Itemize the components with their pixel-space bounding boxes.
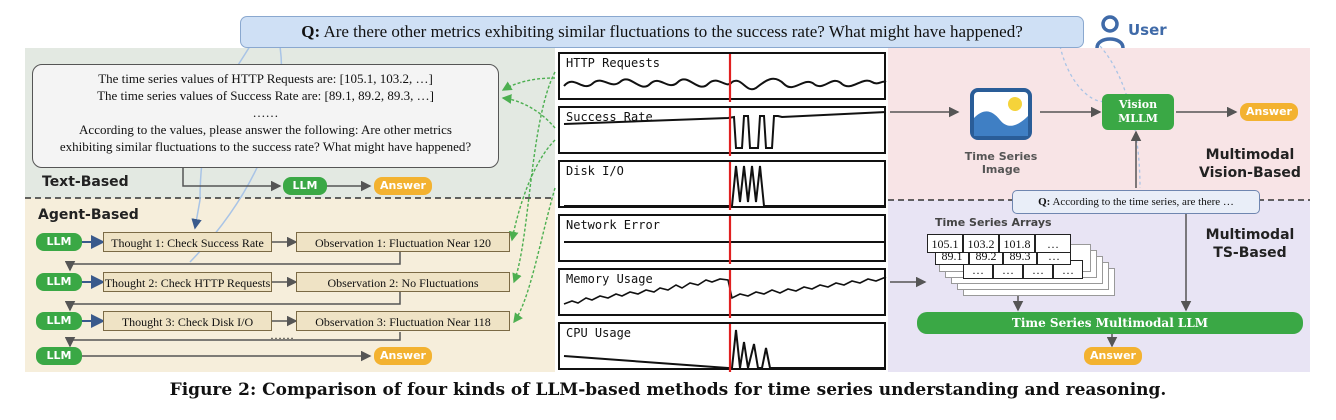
observation-step: Observation 1: Fluctuation Near 120 [296,232,510,252]
chart-label: CPU Usage [566,326,632,340]
title-line: Vision-Based [1199,165,1301,181]
vision-mllm-box: Vision MLLM [1102,94,1174,130]
time-series-image-icon [970,88,1032,140]
array-cell: 105.1 [927,234,963,253]
ts-based-title: Multimodal TS-Based [1194,226,1306,262]
prompt-line: The time series values of HTTP Requests … [98,71,433,86]
thought-step: Thought 1: Check Success Rate [103,232,272,252]
text-llm-pill: LLM [283,177,327,195]
text-answer-pill: Answer [374,177,432,195]
question-text: Are there other metrics exhibiting simil… [323,22,1023,41]
agent-answer-pill: Answer [374,347,432,365]
chart-http-requests: HTTP Requests [558,52,887,102]
text-prompt-box: The time series values of HTTP Requests … [32,64,499,168]
ts-question-prefix: Q: [1038,196,1051,208]
chart-disk-io: Disk I/O [558,160,886,210]
thought-step: Thought 3: Check Disk I/O [103,311,272,331]
ts-arrays-label: Time Series Arrays [935,216,1052,229]
agent-llm-pill: LLM [36,312,82,330]
chart-label: Success Rate [566,110,653,124]
agent-llm-pill: LLM [36,347,82,365]
agent-ellipsis: …… [270,328,294,342]
chart-network-error: Network Error [558,214,886,264]
thought-step: Thought 2: Check HTTP Requests [103,272,272,292]
vision-answer-pill: Answer [1240,103,1298,121]
user-icon [1095,15,1125,49]
cpu-series [563,329,886,369]
agent-llm-pill: LLM [36,233,82,251]
chart-label: HTTP Requests [566,56,660,70]
question-prefix: Q: [301,22,321,41]
text-based-title: Text-Based [42,174,129,190]
vision-based-title: Multimodal Vision-Based [1192,146,1308,182]
ts-arrays-stack: … … … … 89.1 89.2 89.3 … 105.1 103.2 101… [927,232,1117,298]
mllm-line: MLLM [1118,112,1158,125]
chart-cpu-usage: CPU Usage [558,322,886,372]
ts-question-box: Q: According to the time series, are the… [1012,190,1260,214]
vision-based-bg [888,48,1310,200]
http-series [563,77,887,91]
ts-question-text: According to the time series, are there … [1052,196,1234,208]
array-cell: 101.8 [999,234,1035,253]
agent-llm-pill: LLM [36,273,82,291]
prompt-line: exhibiting similar fluctuations to the s… [59,139,472,154]
observation-step: Observation 2: No Fluctuations [296,272,510,292]
title-line: Multimodal [1205,227,1295,243]
question-box: Q: Are there other metrics exhibiting si… [240,16,1084,48]
chart-label: Memory Usage [566,272,653,286]
title-line: Multimodal [1205,147,1295,163]
chart-memory-usage: Memory Usage [558,268,887,318]
title-line: TS-Based [1213,245,1287,261]
figure-caption: Figure 2: Comparison of four kinds of LL… [169,380,1167,400]
chart-success-rate: Success Rate [558,106,887,156]
user-label: User [1128,21,1167,39]
agent-based-title: Agent-Based [38,207,139,223]
chart-label: Network Error [566,218,660,232]
ts-answer-pill: Answer [1084,347,1142,365]
disk-series [564,165,886,207]
observation-step: Observation 3: Fluctuation Near 118 [296,311,510,331]
array-cell: … [1035,234,1071,253]
prompt-line: According to the values, please answer t… [79,122,452,137]
time-series-image-label: Time Series Image [964,150,1038,176]
prompt-line: The time series values of Success Rate a… [97,88,434,103]
mllm-line: Vision [1118,98,1158,111]
memory-series [563,276,887,305]
ts-multimodal-llm-bar: Time Series Multimodal LLM [917,312,1303,334]
chart-label: Disk I/O [566,164,624,178]
success-series [563,111,887,149]
prompt-line: …… [252,105,279,120]
array-cell: 103.2 [963,234,999,253]
